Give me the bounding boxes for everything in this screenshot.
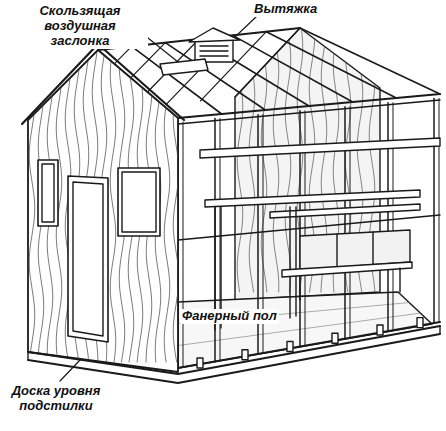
part-label: Фанерный пол	[180, 309, 279, 324]
floor-seam	[178, 303, 409, 324]
wood-grain	[173, 50, 179, 362]
wood-grain	[110, 50, 116, 362]
roosts	[200, 138, 440, 330]
wood-grain	[237, 28, 243, 292]
wall-studs	[178, 99, 440, 368]
wood-grain	[29, 50, 35, 362]
part-label: Скользящая воздушная заслонка	[12, 4, 148, 49]
nest-boxes	[282, 230, 412, 300]
front-wall	[28, 50, 178, 372]
joist-end	[287, 341, 293, 351]
leader-lines	[60, 16, 257, 381]
joist-end	[377, 325, 383, 335]
joist-end	[197, 358, 203, 368]
wood-grain	[249, 28, 255, 292]
joist-end	[332, 333, 338, 343]
roof-vent	[189, 28, 240, 62]
joist-end	[242, 350, 248, 360]
window	[38, 160, 58, 226]
wood-grain	[164, 50, 170, 362]
sliding-damper	[160, 59, 208, 75]
part-label: Доска уровня подстилки	[2, 384, 110, 414]
door-opening	[68, 176, 108, 342]
joist-end	[417, 318, 423, 328]
part-label: Вытяжка	[252, 2, 319, 17]
wood-grain	[273, 28, 279, 292]
window	[118, 168, 160, 236]
